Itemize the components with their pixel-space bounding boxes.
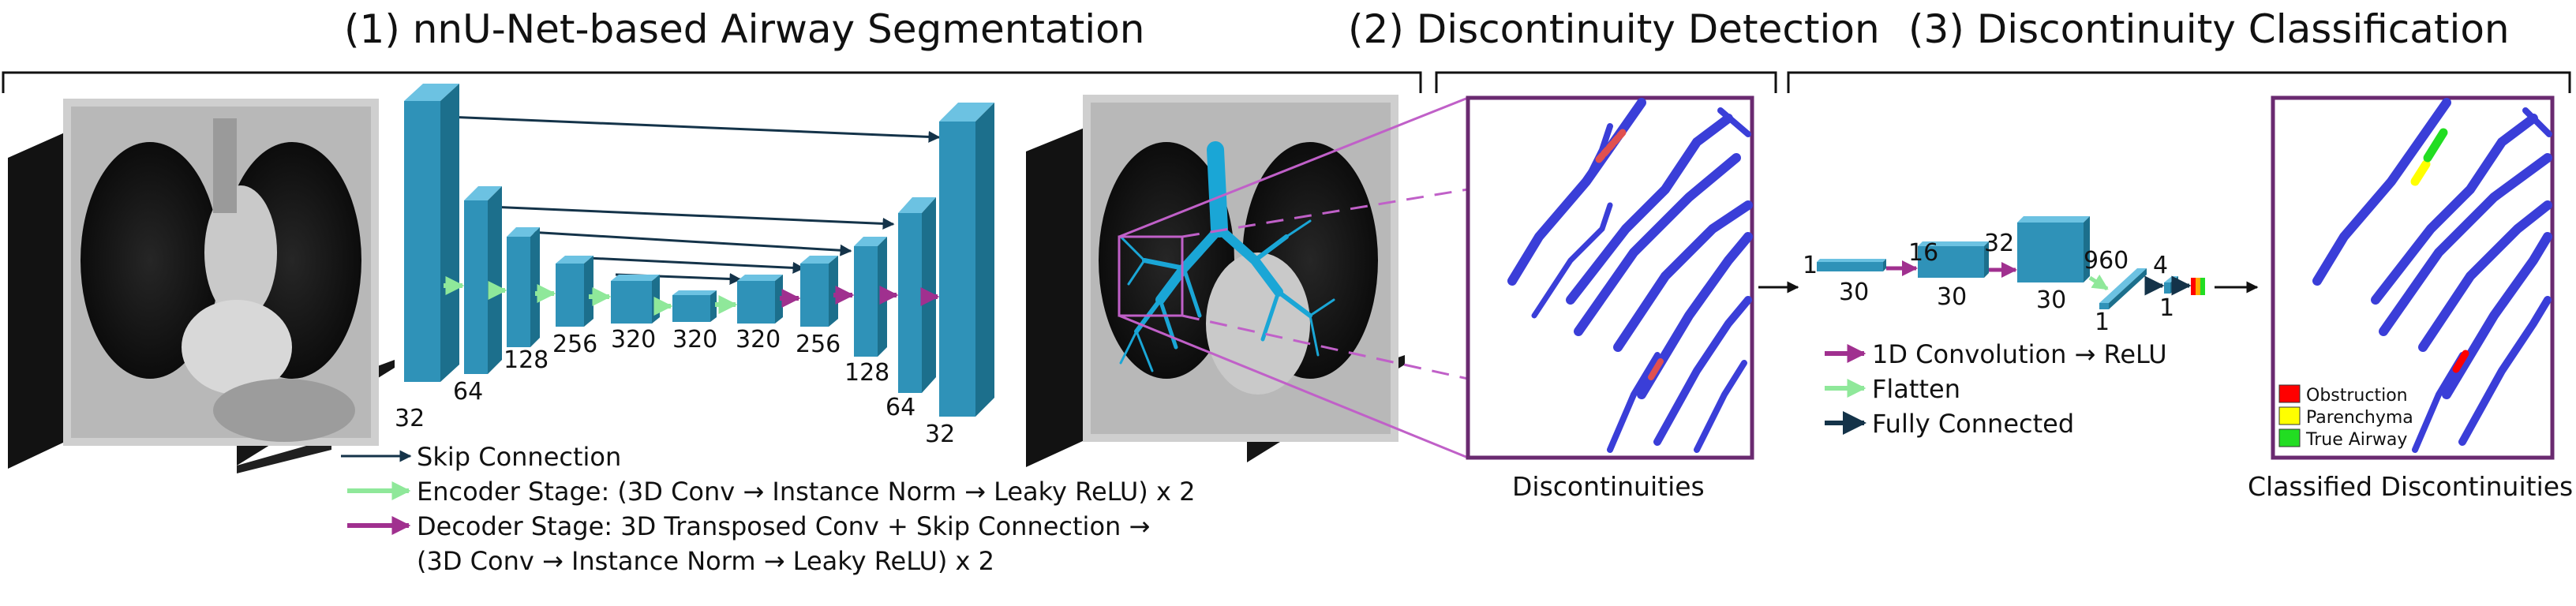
classifier-legend: 1D Convolution → ReLU Flatten Fully Conn…	[1825, 339, 2167, 439]
classified-panel: Obstruction Parenchyma True Airway Class…	[2248, 95, 2573, 502]
legend-flatten: Flatten	[1872, 374, 1960, 404]
skip-connection-3	[528, 230, 852, 256]
channel-label: 64	[453, 378, 483, 406]
encoder-block-128	[507, 227, 540, 347]
flatten-block	[2099, 303, 2109, 309]
ct-scan-input	[8, 99, 395, 473]
discontinuity-mark	[1595, 129, 1627, 163]
unet-legend: Skip Connection Encoder Stage: (3D Conv …	[341, 442, 1195, 576]
bracket-classification	[1787, 71, 2571, 93]
channel-label: 320	[611, 326, 656, 354]
detection-panel: Discontinuities	[1466, 95, 1754, 502]
class-mark-obstruction	[2452, 350, 2469, 373]
output-class-mark	[2191, 278, 2196, 295]
channel-label: 320	[672, 326, 717, 354]
channel-label: 256	[552, 331, 597, 358]
discontinuity-mark	[1648, 358, 1664, 380]
dim-label: 960	[2084, 247, 2129, 275]
dim-label: 1	[2159, 294, 2174, 322]
channel-label: 256	[796, 331, 841, 358]
encoder-block-32	[404, 84, 459, 382]
legend-fc: Fully Connected	[1872, 409, 2074, 439]
zoom-lines	[1118, 96, 1469, 459]
dim-label: 16	[1908, 239, 1938, 267]
decoder-block-256	[800, 256, 838, 327]
dim-label: 32	[1984, 230, 2014, 257]
classified-caption: Classified Discontinuities	[2248, 471, 2573, 502]
legend-skip: Skip Connection	[417, 442, 621, 472]
output-block	[2164, 282, 2170, 294]
skip-connection-2	[489, 205, 895, 230]
unet-diagram: 32 64 128 256 320 320 320 256 128 64 32	[395, 84, 994, 448]
skip-connection-4	[571, 256, 805, 274]
detection-caption: Discontinuities	[1512, 471, 1705, 502]
dim-label: 30	[2036, 286, 2066, 314]
conv1-block	[1918, 246, 1984, 278]
zoom-region	[1118, 235, 1184, 317]
encoder-block-256	[556, 256, 593, 327]
ct-scan-segmented	[1026, 95, 1405, 467]
legend-true-airway: True Airway	[2305, 430, 2407, 450]
channel-label: 128	[844, 359, 889, 387]
decoder-block-128	[854, 237, 887, 357]
encoder-block-64	[464, 186, 502, 374]
class-mark-parenchyma	[2410, 159, 2431, 186]
bracket-segmentation	[2, 71, 1422, 93]
legend-decoder-line2: (3D Conv → Instance Norm → Leaky ReLU) x…	[417, 546, 994, 576]
output-class-mark	[2200, 278, 2205, 295]
title-classification: (3) Discontinuity Classification	[1908, 6, 2510, 52]
skip-connection-1	[446, 115, 941, 143]
conv2-block	[2017, 223, 2084, 282]
channel-label: 32	[395, 405, 425, 432]
decoder-block-32	[939, 103, 994, 417]
output-class-mark	[2196, 278, 2200, 295]
cnn-classifier: 1 30 16 30 32 30 960 1 4 1	[1803, 216, 2205, 336]
bottleneck-block-320	[737, 275, 783, 324]
class-mark-true-airway	[2423, 128, 2448, 163]
channel-label: 32	[925, 421, 955, 448]
title-segmentation: (1) nnU-Net-based Airway Segmentation	[344, 6, 1145, 52]
dim-label: 30	[1937, 283, 1967, 311]
channel-label: 320	[736, 326, 781, 354]
encoder-block-320b	[672, 290, 717, 322]
legend-obstruction: Obstruction	[2306, 386, 2408, 406]
dim-label: 1	[1803, 252, 1818, 279]
legend-conv: 1D Convolution → ReLU	[1872, 339, 2167, 369]
input-block	[1817, 262, 1883, 271]
legend-parenchyma: Parenchyma	[2306, 408, 2413, 428]
channel-label: 128	[504, 346, 549, 374]
title-detection: (2) Discontinuity Detection	[1348, 6, 1880, 52]
channel-label: 64	[886, 394, 915, 421]
legend-swatch-obstruction	[2278, 384, 2301, 403]
legend-swatch-parenchyma	[2278, 406, 2301, 425]
bracket-detection	[1435, 71, 1777, 93]
encoder-block-320a	[611, 275, 660, 324]
legend-swatch-true-airway	[2278, 428, 2301, 447]
legend-encoder: Encoder Stage: (3D Conv → Instance Norm …	[417, 477, 1195, 507]
flatten-arrow	[2088, 274, 2109, 291]
dim-label: 4	[2153, 252, 2168, 279]
dim-label: 1	[2095, 309, 2110, 336]
legend-decoder-line1: Decoder Stage: 3D Transposed Conv + Skip…	[417, 511, 1150, 541]
dim-label: 30	[1839, 279, 1869, 306]
